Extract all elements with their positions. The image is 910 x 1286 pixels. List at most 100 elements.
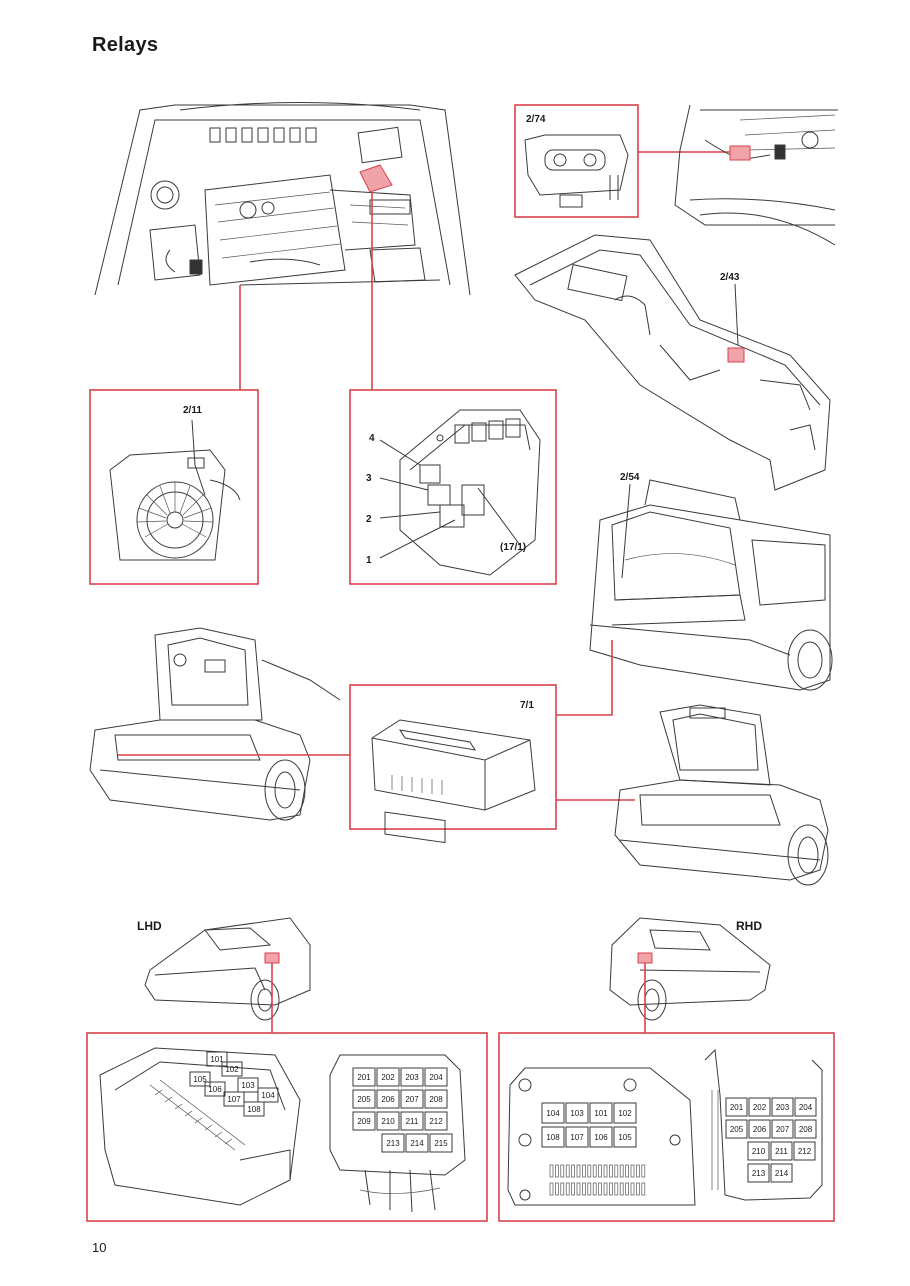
rhd-relay-106-cell: [589, 1126, 613, 1148]
label-2-11: 2/11: [183, 405, 202, 416]
lhd-relay-201-cell: [352, 1067, 376, 1087]
rhd-relay-108-label: 108: [546, 1133, 560, 1142]
connector-pin: [630, 1164, 635, 1178]
lhd-relay-panel: [86, 1032, 488, 1222]
connector-pin: [560, 1164, 565, 1178]
rhd-relay-panel: [498, 1032, 835, 1222]
lhd-relay-203-cell: [400, 1067, 424, 1087]
rhd-relay-211-label: 211: [775, 1147, 788, 1156]
rhd-relay-103-label: 103: [570, 1109, 584, 1118]
label-relay-4: 4: [369, 433, 375, 444]
connector-pin: [641, 1164, 646, 1178]
rhd-relay-203-label: 203: [776, 1103, 790, 1112]
connector-pin: [576, 1182, 581, 1196]
lhd-relay-104-label: 104: [261, 1091, 275, 1100]
lhd-relay-202-label: 202: [381, 1073, 395, 1082]
lhd-relay-212-label: 212: [429, 1117, 443, 1126]
dashboard-underside-illustration: [674, 104, 838, 246]
callout-box-7-1: [349, 684, 557, 830]
lhd-relay-211-cell: [400, 1111, 424, 1131]
rhd-relay-204-cell: [794, 1097, 817, 1117]
rhd-relay-101-label: 101: [594, 1109, 608, 1118]
label-rhd: RHD: [736, 919, 762, 933]
lhd-relay-215-cell: [429, 1133, 453, 1153]
lhd-relay-204-label: 204: [429, 1073, 443, 1082]
connector-pin: [636, 1182, 640, 1196]
lhd-relay-103-label: 103: [241, 1081, 255, 1090]
rhd-relay-102-cell: [613, 1102, 637, 1124]
blower-fan-illustration: [109, 419, 241, 561]
lhd-relay-104-cell: [257, 1087, 279, 1103]
rhd-relay-104-label: 104: [546, 1109, 560, 1118]
rhd-relay-208-label: 208: [799, 1125, 813, 1134]
lhd-relay-105-cell: [189, 1071, 211, 1087]
lhd-relay-106-label: 106: [208, 1085, 222, 1094]
lhd-relay-203-label: 203: [405, 1073, 419, 1082]
lhd-relay-213-label: 213: [386, 1139, 400, 1148]
connector-pin: [549, 1164, 554, 1178]
lhd-relay-202-cell: [376, 1067, 400, 1087]
sedan-trunk-illustration-right: [614, 704, 829, 886]
connector-pin: [619, 1164, 624, 1178]
control-module-7-1-illustration: [371, 719, 536, 844]
rhd-relay-210-cell: [747, 1141, 770, 1161]
label-2-74: 2/74: [526, 114, 546, 125]
connector-pin: [630, 1182, 635, 1196]
wagon-rear-illustration: [589, 479, 833, 691]
rhd-relay-214-cell: [770, 1163, 793, 1183]
rhd-relay-214-label: 214: [775, 1169, 789, 1178]
lhd-relay-208-label: 208: [429, 1095, 443, 1104]
sedan-trunk-illustration-left: [89, 627, 341, 821]
connector-pin: [641, 1182, 646, 1196]
rhd-right-relay-unit: [704, 1048, 823, 1201]
rhd-relay-201-label: 201: [730, 1103, 744, 1112]
rhd-left-relay-unit: [507, 1067, 696, 1206]
lhd-relay-108-label: 108: [247, 1105, 261, 1114]
rhd-relay-206-label: 206: [753, 1125, 767, 1134]
lhd-relay-108-cell: [243, 1101, 265, 1117]
rhd-relay-201-cell: [725, 1097, 748, 1117]
connector-pin: [614, 1164, 619, 1178]
rhd-relay-105-cell: [613, 1126, 637, 1148]
rhd-relay-207-cell: [771, 1119, 794, 1139]
connector-pin: [598, 1182, 602, 1196]
rhd-relay-107-label: 107: [570, 1133, 584, 1142]
connector-pin: [636, 1164, 640, 1178]
connector-pin: [549, 1182, 554, 1196]
lhd-relay-103-cell: [237, 1077, 259, 1093]
connector-pin: [609, 1164, 613, 1178]
rhd-relay-212-label: 212: [798, 1147, 812, 1156]
lhd-relay-214-label: 214: [410, 1139, 424, 1148]
connector-pin: [560, 1182, 565, 1196]
page-number: 10: [92, 1240, 107, 1255]
lhd-relay-210-cell: [376, 1111, 400, 1131]
label-7-1: 7/1: [520, 700, 534, 711]
connector-pin: [571, 1182, 575, 1196]
rhd-relay-207-label: 207: [776, 1125, 790, 1134]
connector-pin: [603, 1164, 608, 1178]
rhd-relay-107-cell: [565, 1126, 589, 1148]
lhd-relay-215-label: 215: [434, 1139, 448, 1148]
lhd-right-relay-unit: [329, 1054, 466, 1213]
page-title: Relays: [92, 34, 159, 56]
lhd-relay-209-cell: [352, 1111, 376, 1131]
label-2-43: 2/43: [720, 272, 740, 283]
rhd-left-connector-strip: [549, 1164, 646, 1196]
connector-pin: [565, 1164, 570, 1178]
lhd-relay-212-cell: [424, 1111, 448, 1131]
rhd-relay-106-label: 106: [594, 1133, 608, 1142]
connector-pin: [598, 1164, 602, 1178]
lhd-relay-102-cell: [221, 1061, 243, 1077]
lhd-relay-207-label: 207: [405, 1095, 419, 1104]
lhd-relay-206-cell: [376, 1089, 400, 1109]
connector-pin: [587, 1164, 592, 1178]
lhd-relay-210-label: 210: [381, 1117, 395, 1126]
rhd-relay-103-cell: [565, 1102, 589, 1124]
rhd-car-illustration: [609, 917, 771, 1021]
lhd-relay-205-label: 205: [357, 1095, 371, 1104]
connector-pin: [582, 1182, 586, 1196]
lhd-relay-206-label: 206: [381, 1095, 395, 1104]
lhd-relay-211-label: 211: [406, 1117, 419, 1126]
connector-pin: [592, 1164, 597, 1178]
